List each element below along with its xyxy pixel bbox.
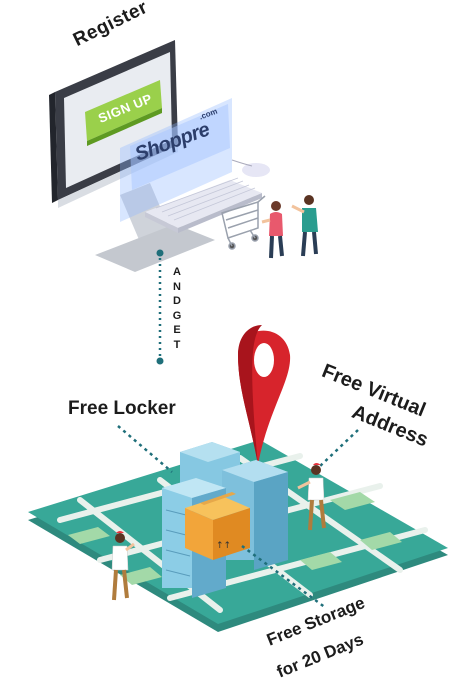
login-overlay-panel xyxy=(120,98,232,222)
free-locker-label: Free Locker xyxy=(68,398,176,419)
delivery-person-left xyxy=(111,531,135,601)
shopping-cart-icon xyxy=(221,195,266,250)
delivery-person-right xyxy=(297,463,326,531)
sign-up-button-graphic xyxy=(85,80,162,146)
package-box-icon: ↑↑ xyxy=(185,492,250,560)
svg-text:↑↑: ↑↑ xyxy=(216,541,231,551)
mouse-icon xyxy=(242,163,270,177)
man-shopper xyxy=(291,195,318,257)
dotted-connector xyxy=(156,249,164,365)
callout-lines xyxy=(117,425,359,610)
and-get-label: ANDGET xyxy=(172,266,182,351)
keyboard xyxy=(145,177,262,233)
woman-shopper xyxy=(261,201,284,259)
location-pin-icon xyxy=(238,325,291,465)
